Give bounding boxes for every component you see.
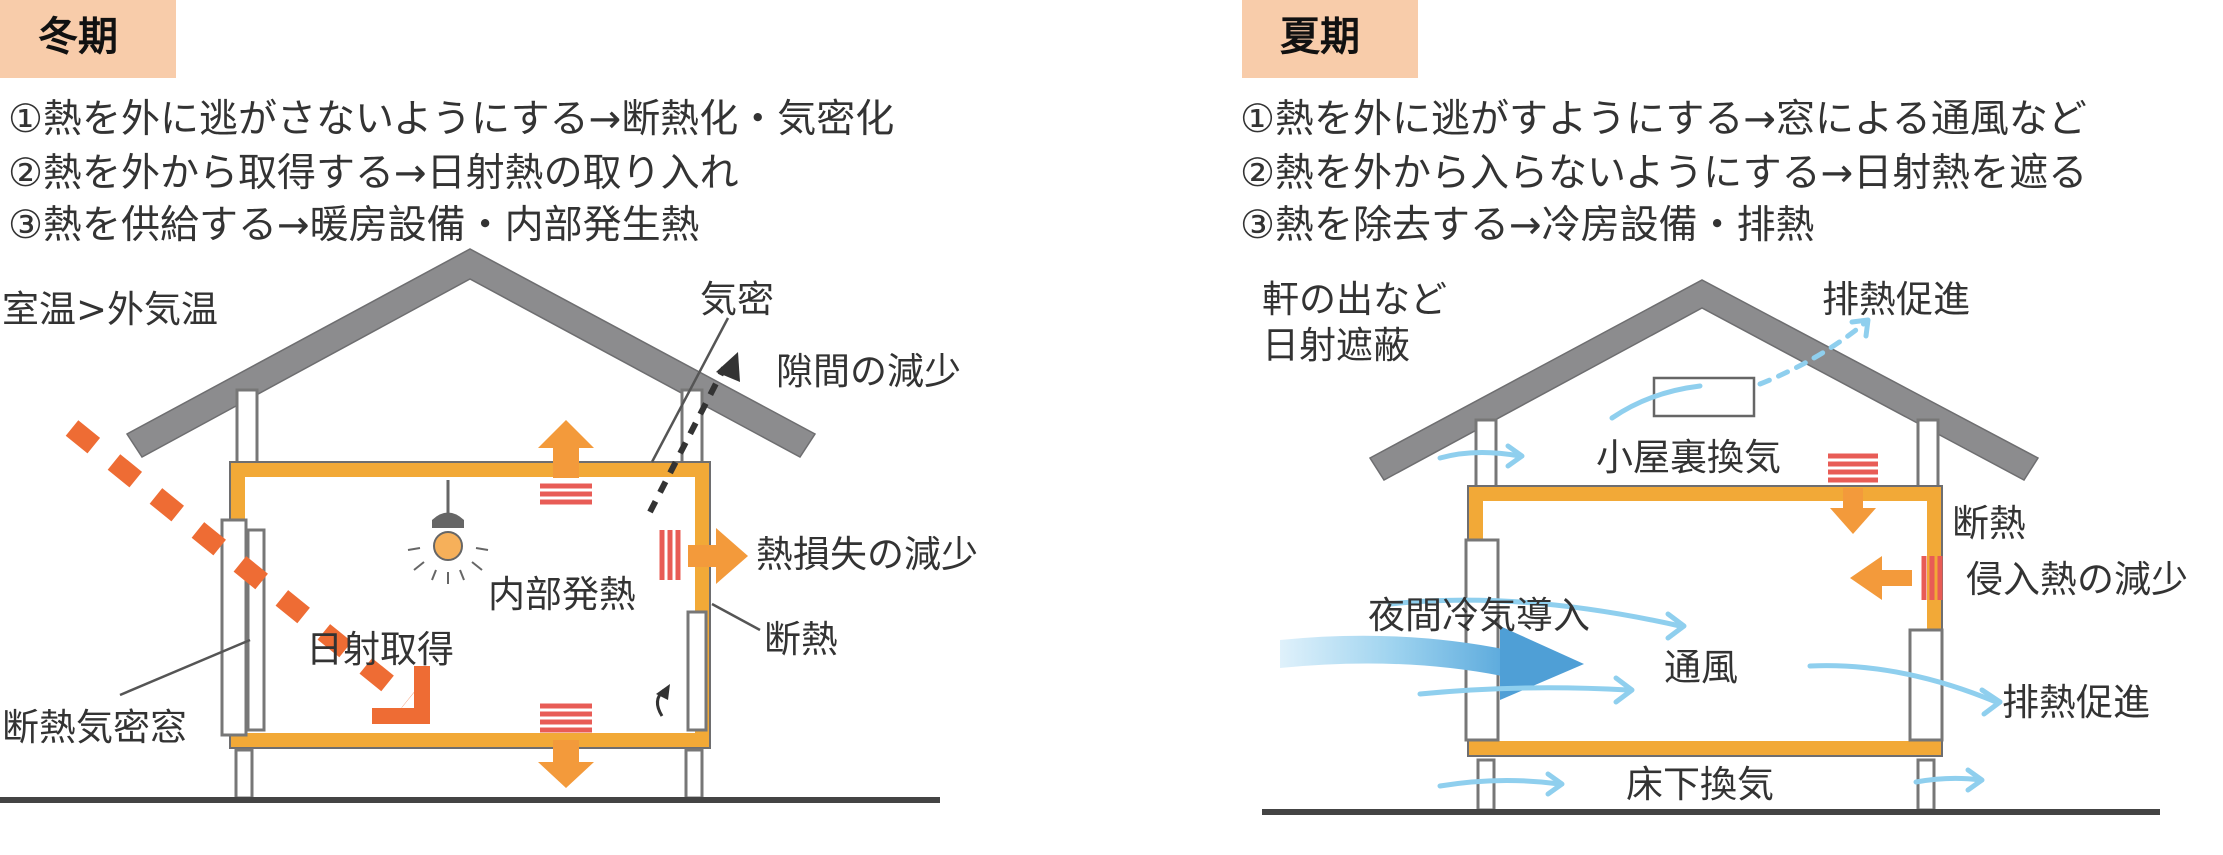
eaves-label-line1: 軒の出など xyxy=(1262,278,1447,321)
airtight-label: 気密 xyxy=(700,278,774,321)
night-cool-air-label: 夜間冷気導入 xyxy=(1368,594,1590,637)
winter-insulation-label: 断熱 xyxy=(764,618,838,661)
heat-intrusion-arrow xyxy=(1850,556,1943,600)
insulation-leader xyxy=(711,602,761,632)
winter-principle-2: ②熱を外から取得する→日射熱の取り入れ xyxy=(8,151,739,196)
summer-window-right xyxy=(1908,628,1944,742)
attic-vent xyxy=(1652,376,1756,418)
summer-principle-3: ③熱を除去する→冷房設備・排熱 xyxy=(1240,203,1815,248)
airflow-lines xyxy=(1387,317,2003,797)
gap-reduction-label: 隙間の減少 xyxy=(776,350,961,393)
eaves-label-line2: 日射遮蔽 xyxy=(1262,324,1410,367)
summer-tag: 夏期 xyxy=(1280,14,1360,60)
ventilation-label: 通風 xyxy=(1664,646,1738,689)
heat-up-arrow xyxy=(538,420,594,505)
summer-panel: 夏期 ①熱を外に逃がすようにする→窓による通風など ②熱を外から入らないようにす… xyxy=(1240,0,2188,815)
winter-principle-1: ①熱を外に逃がさないようにする→断熱化・気密化 xyxy=(8,97,894,142)
winter-roof xyxy=(125,248,817,458)
attic-ventilation-label: 小屋裏換気 xyxy=(1596,436,1781,479)
underfloor-ventilation-label: 床下換気 xyxy=(1626,763,1774,806)
winter-tag: 冬期 xyxy=(38,14,118,60)
winter-panel: 冬期 ①熱を外に逃がさないようにする→断熱化・気密化 ②熱を外から取得する→日射… xyxy=(0,0,978,803)
night-cool-air-arrow xyxy=(1280,626,1584,700)
heat-loss-reduction-label: 熱損失の減少 xyxy=(756,533,978,576)
exhaust-promotion-top-label: 排熱促進 xyxy=(1822,278,1970,321)
summer-principle-1: ①熱を外に逃がすようにする→窓による通風など xyxy=(1240,97,2087,142)
summer-insulation-label: 断熱 xyxy=(1952,502,2026,545)
summer-leg-left xyxy=(1476,758,1496,812)
summer-leg-right xyxy=(1916,758,1936,812)
lamp-icon xyxy=(407,480,489,584)
summer-attic-post-right xyxy=(1916,418,1940,494)
summer-wall xyxy=(1468,488,1942,750)
summer-roof xyxy=(1368,279,2040,481)
internal-heat-label: 内部発熱 xyxy=(488,573,636,616)
solar-gain-arrow-head xyxy=(372,666,430,724)
winter-window-left-outer xyxy=(220,518,248,737)
solar-gain-label: 日射取得 xyxy=(306,628,454,671)
winter-attic-post-left xyxy=(235,388,259,472)
window-leader xyxy=(119,638,251,697)
winter-window-right xyxy=(686,610,708,732)
heat-intrusion-reduction-label: 侵入熱の減少 xyxy=(1966,558,2188,601)
summer-attic-post-left xyxy=(1474,418,1498,494)
exhaust-promotion-right-label: 排熱促進 xyxy=(2002,681,2150,724)
insulated-window-label: 断熱気密窓 xyxy=(2,706,187,749)
heat-loss-arrow xyxy=(659,528,748,584)
winter-leg-right xyxy=(684,748,704,800)
airtight-leader xyxy=(650,317,730,463)
air-leak-arrow-head xyxy=(716,352,740,382)
air-leak-arrow xyxy=(647,366,727,514)
solar-gain-arrow xyxy=(65,420,415,708)
summer-tag-background xyxy=(1242,0,1418,78)
heat-down-arrow xyxy=(538,703,594,788)
winter-tag-background xyxy=(0,0,176,78)
winter-principle-3: ③熱を供給する→暖房設備・内部発生熱 xyxy=(8,203,700,248)
attic-heat-down-arrow xyxy=(1828,453,1878,534)
winter-leg-left xyxy=(234,748,254,800)
summer-principle-2: ②熱を外から入らないようにする→日射熱を遮る xyxy=(1240,151,2087,196)
room-temp-label: 室温>外気温 xyxy=(2,288,218,331)
corner-air-curl-head xyxy=(656,684,670,700)
summer-window-left xyxy=(1464,538,1500,742)
